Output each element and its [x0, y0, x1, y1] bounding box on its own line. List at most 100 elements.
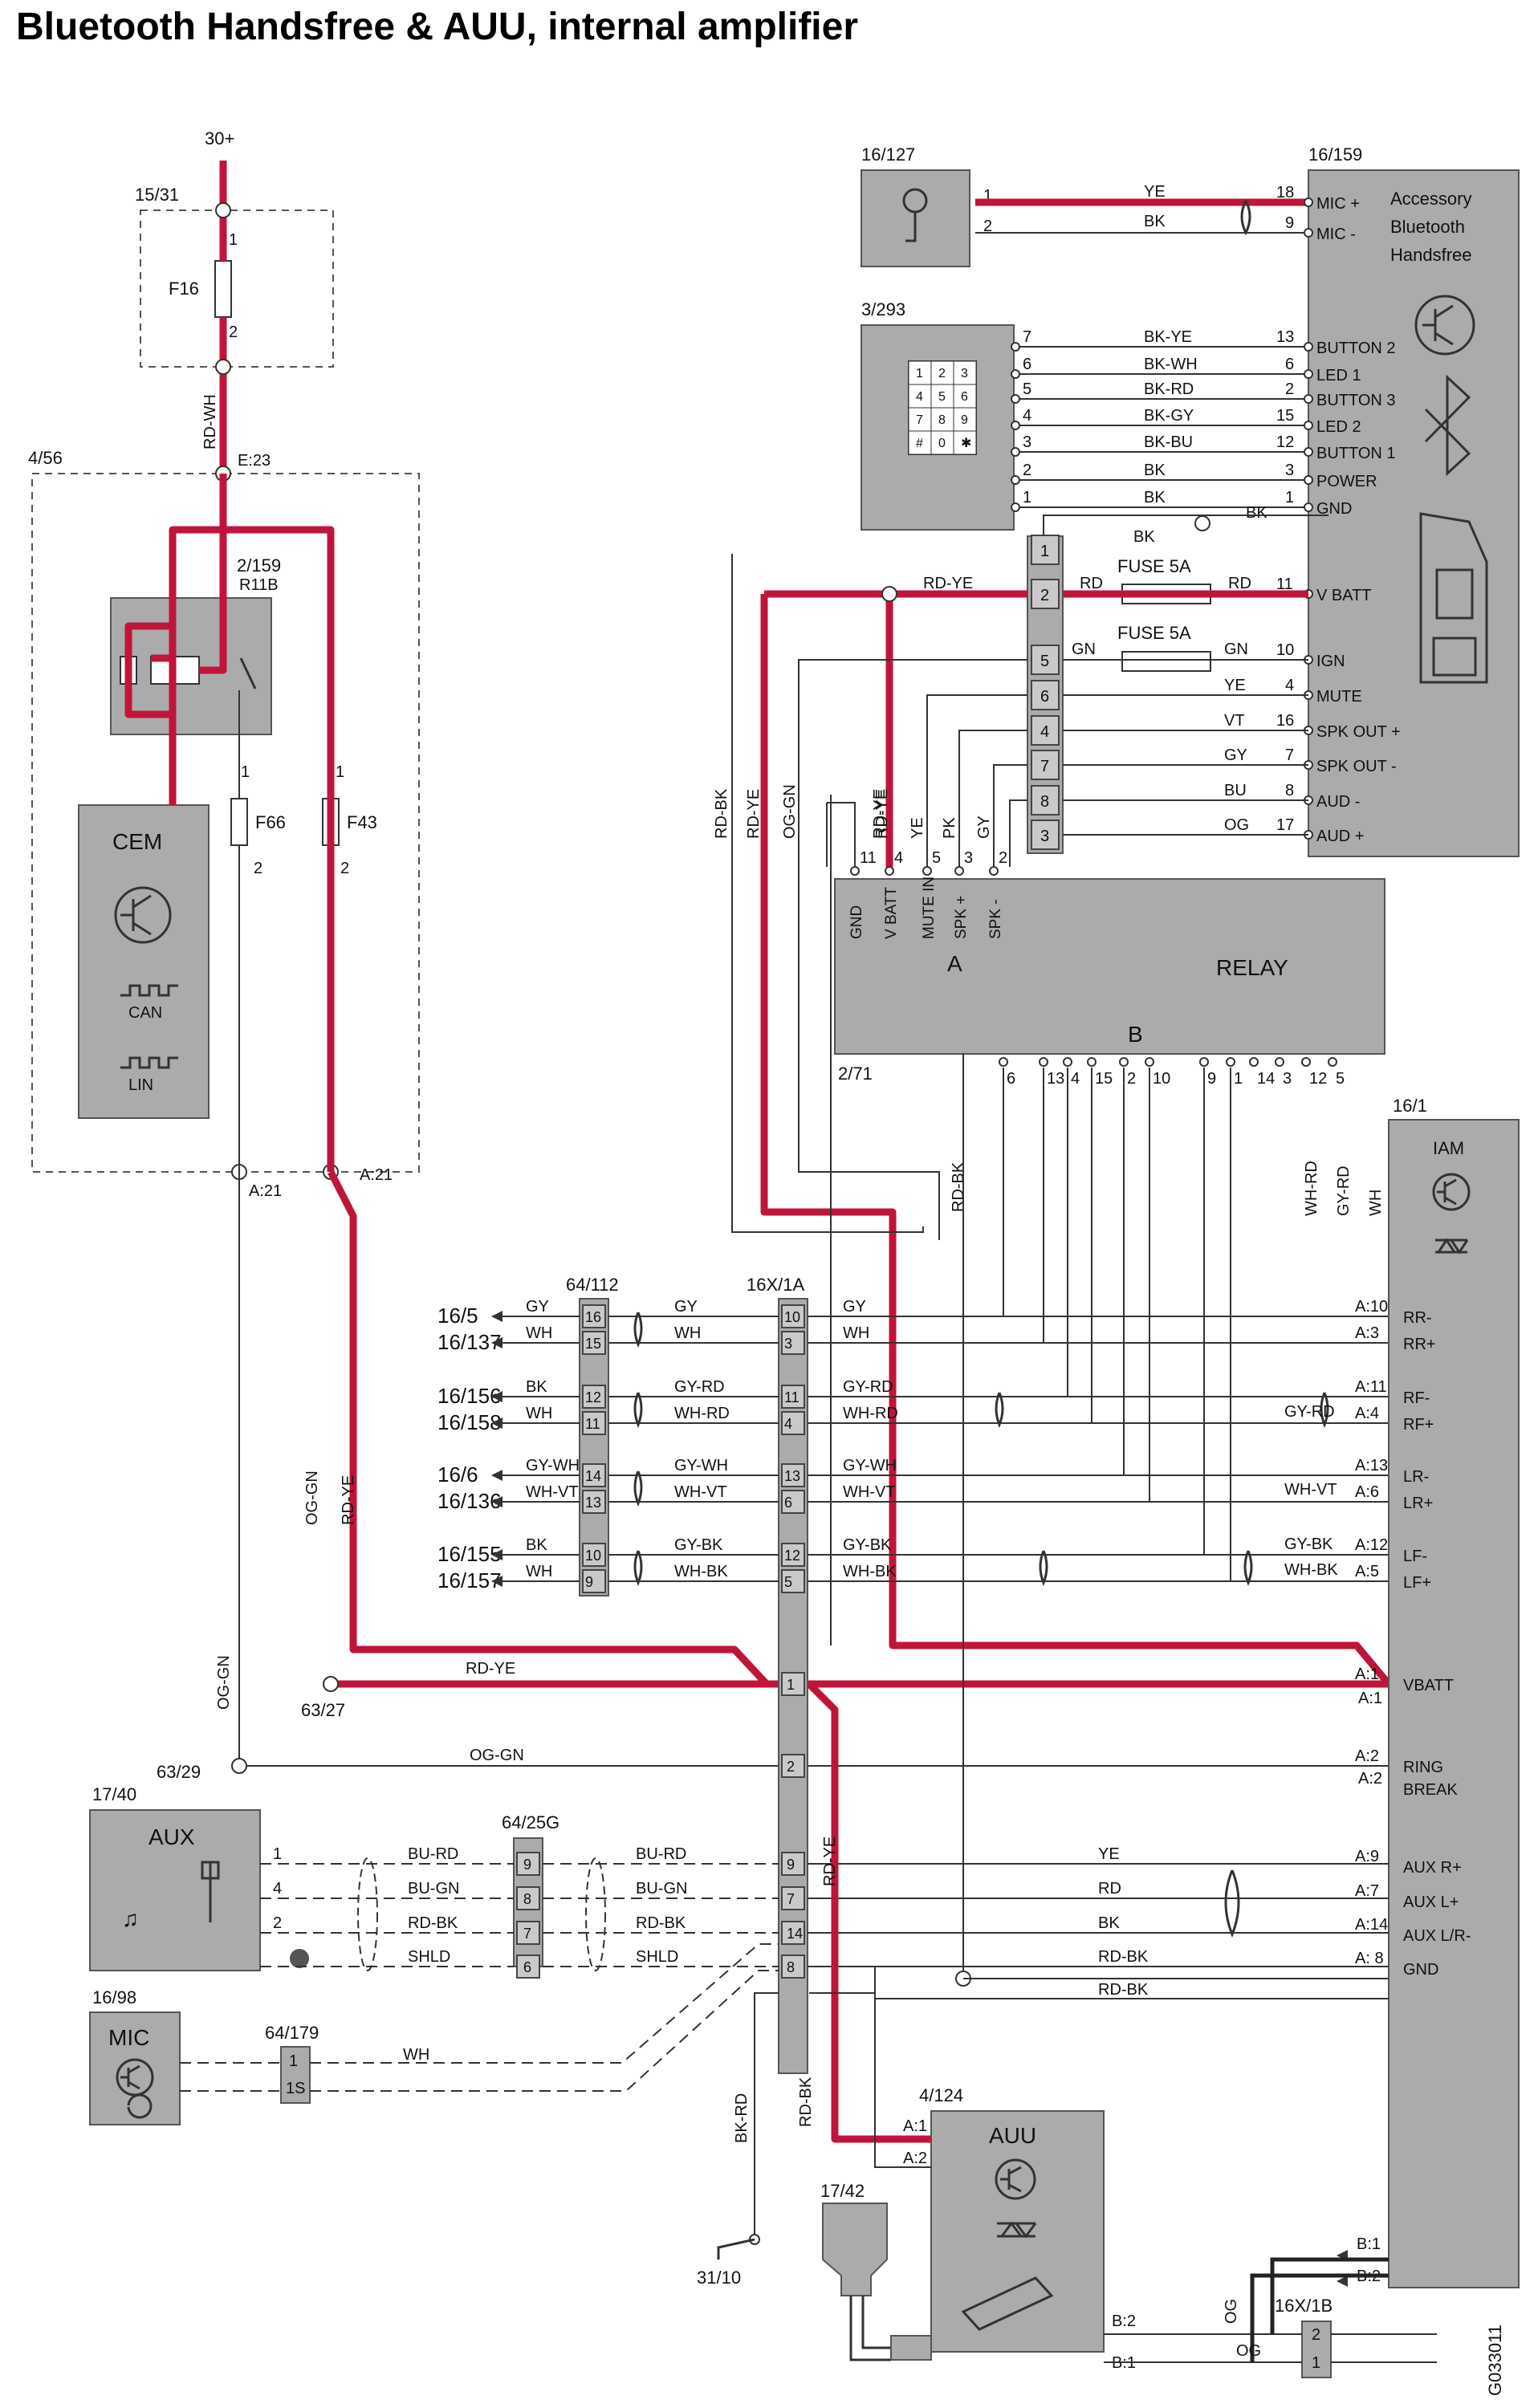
hf-gn-label-2: GN	[1224, 641, 1248, 658]
iam-pin-label: RF+	[1403, 1416, 1434, 1434]
f66-pin2: 2	[254, 860, 262, 877]
handsfree-pin-number: 4	[1285, 677, 1294, 694]
rdbk-vertical-label: RD-BK	[713, 788, 730, 839]
mid-connector-pin-number: 8	[1040, 793, 1049, 811]
speaker-wire-color-right: GY-BK	[843, 1536, 892, 1554]
keypad-gnd-color: BK	[1246, 504, 1267, 522]
twist-pair-icon	[633, 1312, 643, 1348]
conn-64-112-pin	[582, 1463, 606, 1487]
speaker-wire-color-right: WH-BK	[843, 1563, 897, 1580]
handsfree-pin-terminal	[1304, 369, 1313, 379]
twist-pair-icon	[1243, 1550, 1253, 1587]
handsfree-pin-number: 1	[1285, 489, 1294, 506]
iam-connector-id: A:9	[1355, 1848, 1379, 1865]
handsfree-pin-number: 16	[1276, 712, 1294, 730]
can-bus-icon	[120, 984, 178, 997]
keypad-key	[930, 384, 954, 409]
lin-label: LIN	[128, 1076, 153, 1094]
relay-box	[834, 878, 1385, 1055]
iam-connector-id: A:7	[1355, 1882, 1379, 1900]
conn-16x1a-pin	[781, 1921, 805, 1945]
auu-module: 4/124 AUU A:1 A:2 B:2 B:1	[903, 2085, 1136, 2372]
fusebox-id: 15/31	[135, 185, 179, 205]
conn-64-112-pin	[582, 1385, 606, 1409]
conn-16x1a-pin	[781, 1463, 805, 1487]
conn-16x1a-pin-number: 12	[784, 1548, 800, 1564]
handsfree-pin-label: BUTTON 2	[1316, 340, 1396, 357]
conn-16x1a-pin	[781, 1543, 805, 1567]
aux-iam-wire-color: RD	[1098, 1880, 1121, 1898]
fuse-5a-ign	[1121, 651, 1211, 672]
conn-16x1a-pin-number: 10	[784, 1309, 800, 1325]
handsfree-pin-number: 2	[1285, 380, 1294, 398]
speaker-wire-color-right: GY-WH	[843, 1457, 897, 1474]
ground-label: 31/10	[697, 2268, 741, 2288]
auu-pin-a2: A:2	[903, 2150, 927, 2167]
speaker-wire-color-mid: WH-BK	[674, 1563, 728, 1580]
conn-16x1b-pin2: 2	[1312, 2326, 1320, 2344]
relay-b-terminal	[1226, 1057, 1235, 1067]
fusebox-15-31: 15/31 F16 1 2	[135, 185, 334, 368]
handsfree-pin-terminal	[1304, 197, 1313, 207]
conn-64-112-pin-number: 16	[585, 1309, 601, 1325]
og-label-2: OG	[1236, 2342, 1261, 2360]
cem-out-a9-label: A:21	[360, 1166, 393, 1184]
speaker-wire-color-mid: WH-VT	[674, 1483, 727, 1501]
relay-b-pin-number: 6	[1007, 1070, 1015, 1088]
gnd-bk-label: BK	[1133, 528, 1155, 546]
relay-name: R11B	[239, 576, 279, 594]
gnd-splice-terminal	[1194, 515, 1210, 531]
conn-64-179-pin1: 1	[289, 2052, 298, 2070]
conn-16x1a-pin-number: 7	[787, 1891, 795, 1907]
relay-a-pin-label: SPK +	[953, 896, 970, 939]
antenna-plug	[822, 2203, 888, 2296]
keypad-wire-color: BK-RD	[1144, 380, 1194, 398]
arrow-left-icon	[491, 1496, 502, 1507]
keypad-pin-terminal	[1011, 342, 1020, 352]
conn-16x1b-id: 16X/1B	[1275, 2296, 1333, 2316]
iam-connector-id: A:13	[1355, 1457, 1388, 1474]
conn-64-25g-pin-number: 8	[523, 1891, 531, 1907]
auu-pin-b2: B:2	[1112, 2312, 1136, 2330]
mid-connector-pin-number: 4	[1040, 723, 1049, 741]
conn-16x1a-pin	[781, 1490, 805, 1514]
shield-ground-icon	[290, 1949, 309, 1968]
auu-rdye-label: RD-YE	[821, 1837, 839, 1886]
bkrd-label: BK-RD	[733, 2093, 751, 2143]
relay-b-terminal	[1249, 1057, 1259, 1067]
lin-bus-icon	[120, 1056, 178, 1069]
relay-a-wire-color: YE	[909, 817, 926, 839]
speaker-ref: 16/6	[437, 1462, 478, 1487]
keypad-key	[908, 430, 932, 455]
fuse-5a-label-2: FUSE 5A	[1117, 623, 1191, 643]
iam-pin-label: LF-	[1403, 1548, 1427, 1565]
handsfree-pin-label: LED 1	[1316, 367, 1361, 384]
mic-capsule-icon	[127, 2093, 153, 2119]
conn-64-112-pin-number: 13	[585, 1495, 601, 1511]
node-63-27-label: 63/27	[301, 1700, 345, 1720]
f43-pin1: 1	[336, 763, 344, 781]
auu-b-wires	[1104, 2333, 1437, 2363]
iam-connector-id: A:6	[1355, 1483, 1379, 1501]
relay-a-pin-number: 4	[894, 849, 903, 867]
fuse-f66	[230, 798, 248, 846]
conn-16x1a-pin-number: 3	[784, 1336, 792, 1352]
iam-transistor-icon	[1432, 1173, 1471, 1211]
relay-b-terminal	[1063, 1057, 1072, 1067]
speaker-wire-color-right: GY-RD	[843, 1378, 893, 1396]
relay-a-pin-label: MUTE IN	[921, 877, 938, 939]
relay-name-label: RELAY	[1216, 955, 1288, 980]
mic-bottom-name: MIC	[108, 2025, 149, 2050]
iam-name: IAM	[1433, 1138, 1464, 1158]
iam-connector-id: A:2	[1355, 1747, 1379, 1765]
conn-64-112-pin-number: 9	[585, 1574, 593, 1590]
relay-a-pin-label: SPK -	[987, 899, 1004, 939]
fuse-f16	[214, 260, 232, 318]
mid-connector-pin-number: 6	[1040, 688, 1049, 706]
auu-thyristor-icon	[997, 2221, 1037, 2239]
conn-16x1b-box	[1301, 2321, 1332, 2378]
relay-a-pin-number: 2	[999, 849, 1007, 867]
wh-label: WH	[1367, 1190, 1385, 1216]
conn-16x1a-pin-number: 5	[784, 1574, 792, 1590]
